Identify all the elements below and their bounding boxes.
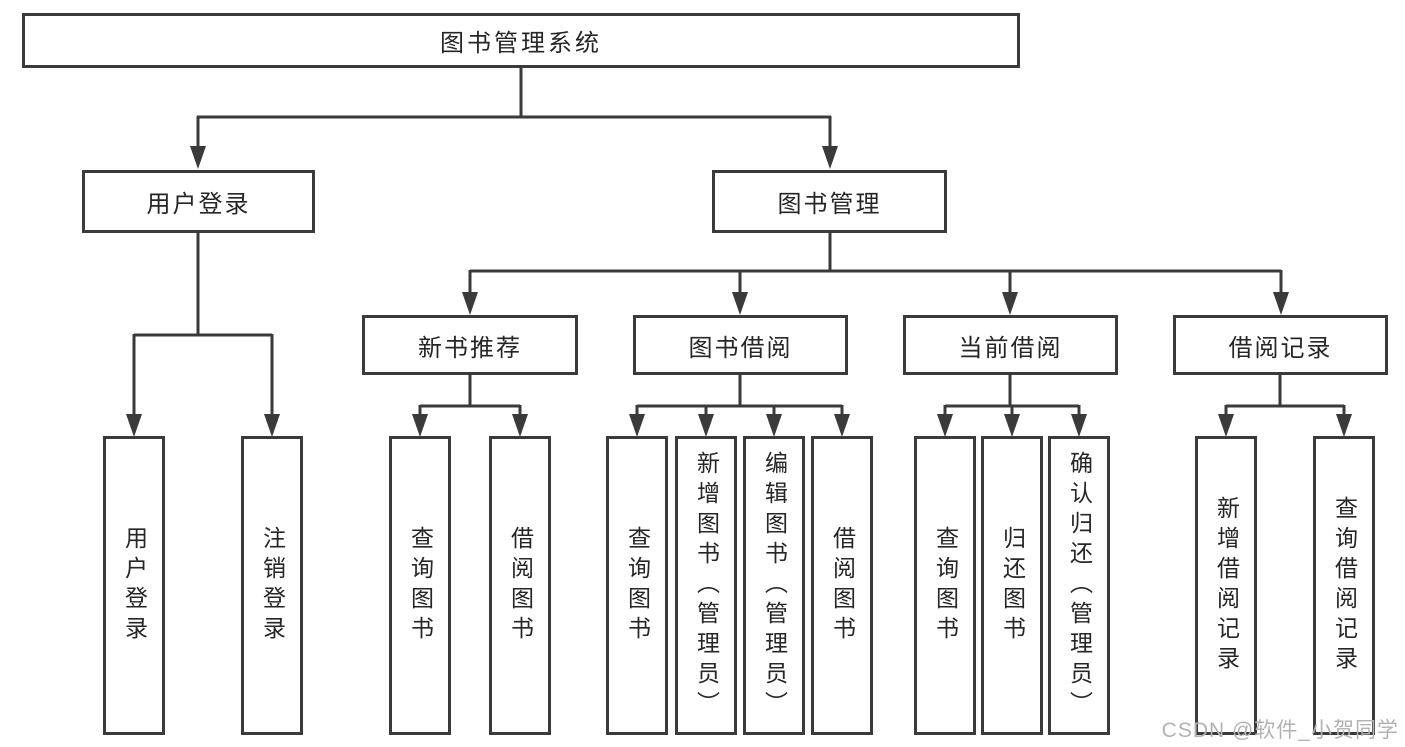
node-leaf-user-login: 用户登录 xyxy=(103,436,165,735)
arrowhead xyxy=(1071,414,1087,437)
connector-root-to-level2 xyxy=(196,66,832,150)
node-leaf-add-borrow-record: 新增借阅记录 xyxy=(1195,436,1257,735)
arrowhead xyxy=(126,414,142,437)
node-label: 归还图书 xyxy=(999,525,1026,646)
node-user-login: 用户登录 xyxy=(82,170,315,233)
node-leaf-logout: 注销登录 xyxy=(241,436,303,735)
node-book-management: 图书管理 xyxy=(712,170,947,233)
arrowhead xyxy=(1002,292,1018,315)
arrowhead xyxy=(1336,414,1352,437)
arrowhead xyxy=(834,414,850,437)
arrowhead xyxy=(412,414,428,437)
arrowhead xyxy=(766,414,782,437)
node-leaf-edit-books-admin: 编辑图书（管理员） xyxy=(743,436,805,735)
node-label: 新书推荐 xyxy=(418,334,522,362)
node-label: 查询图书 xyxy=(624,525,651,646)
watermark: CSDN @软件_小贺同学 xyxy=(1161,719,1399,742)
node-label: 查询图书 xyxy=(932,525,959,646)
node-leaf-borrow-books: 借阅图书 xyxy=(811,436,873,735)
node-label: 新增图书（管理员） xyxy=(693,450,720,721)
node-label: 图书管理 xyxy=(777,191,882,218)
arrowhead xyxy=(822,146,838,169)
node-leaf-confirm-return-admin: 确认归还（管理员） xyxy=(1048,436,1110,735)
connector-new-book-to-children xyxy=(418,373,522,419)
node-leaf-borrow-books-recommend: 借阅图书 xyxy=(489,436,551,735)
arrowhead xyxy=(1004,414,1020,437)
node-label: 用户登录 xyxy=(146,191,251,218)
arrowhead xyxy=(462,292,478,315)
node-label: 查询借阅记录 xyxy=(1331,495,1358,676)
connector-borrow-records-to-children xyxy=(1224,373,1346,419)
arrowhead xyxy=(1273,292,1289,315)
node-label: 用户登录 xyxy=(121,525,148,646)
node-leaf-query-books-borrow: 查询图书 xyxy=(606,436,668,735)
arrowhead xyxy=(264,414,280,437)
node-label: 借阅图书 xyxy=(507,525,534,646)
arrowhead xyxy=(190,146,206,169)
connector-book-mgmt-to-level3 xyxy=(468,231,1283,297)
node-leaf-query-books-current: 查询图书 xyxy=(914,436,976,735)
arrowhead xyxy=(512,414,528,437)
node-label: 新增借阅记录 xyxy=(1213,495,1240,676)
node-label: 确认归还（管理员） xyxy=(1066,450,1093,721)
node-leaf-query-borrow-record: 查询借阅记录 xyxy=(1313,436,1375,735)
node-label: 借阅图书 xyxy=(829,525,856,646)
arrowhead xyxy=(732,292,748,315)
node-borrowing-records: 借阅记录 xyxy=(1173,315,1388,375)
arrowhead xyxy=(937,414,953,437)
node-label: 借阅记录 xyxy=(1228,334,1333,362)
node-label: 注销登录 xyxy=(259,525,286,646)
arrowhead xyxy=(629,414,645,437)
connector-user-login-to-children xyxy=(132,231,274,419)
node-leaf-query-books-recommend: 查询图书 xyxy=(389,436,451,735)
arrowhead xyxy=(1218,414,1234,437)
node-leaf-return-books: 归还图书 xyxy=(981,436,1043,735)
node-leaf-add-books-admin: 新增图书（管理员） xyxy=(675,436,737,735)
node-new-book-recommendation: 新书推荐 xyxy=(362,315,578,375)
node-book-borrowing: 图书借阅 xyxy=(633,315,848,375)
arrowhead xyxy=(698,414,714,437)
connector-book-borrow-to-children xyxy=(635,373,844,419)
node-label: 当前借阅 xyxy=(958,334,1063,362)
node-label: 编辑图书（管理员） xyxy=(761,450,788,721)
node-label: 查询图书 xyxy=(407,525,434,646)
node-current-borrowing: 当前借阅 xyxy=(903,315,1118,375)
connector-current-borrow-to-children xyxy=(943,373,1081,419)
node-label: 图书借阅 xyxy=(688,334,793,362)
node-library-management-system: 图书管理系统 xyxy=(22,13,1020,68)
node-label: 图书管理系统 xyxy=(440,30,602,57)
